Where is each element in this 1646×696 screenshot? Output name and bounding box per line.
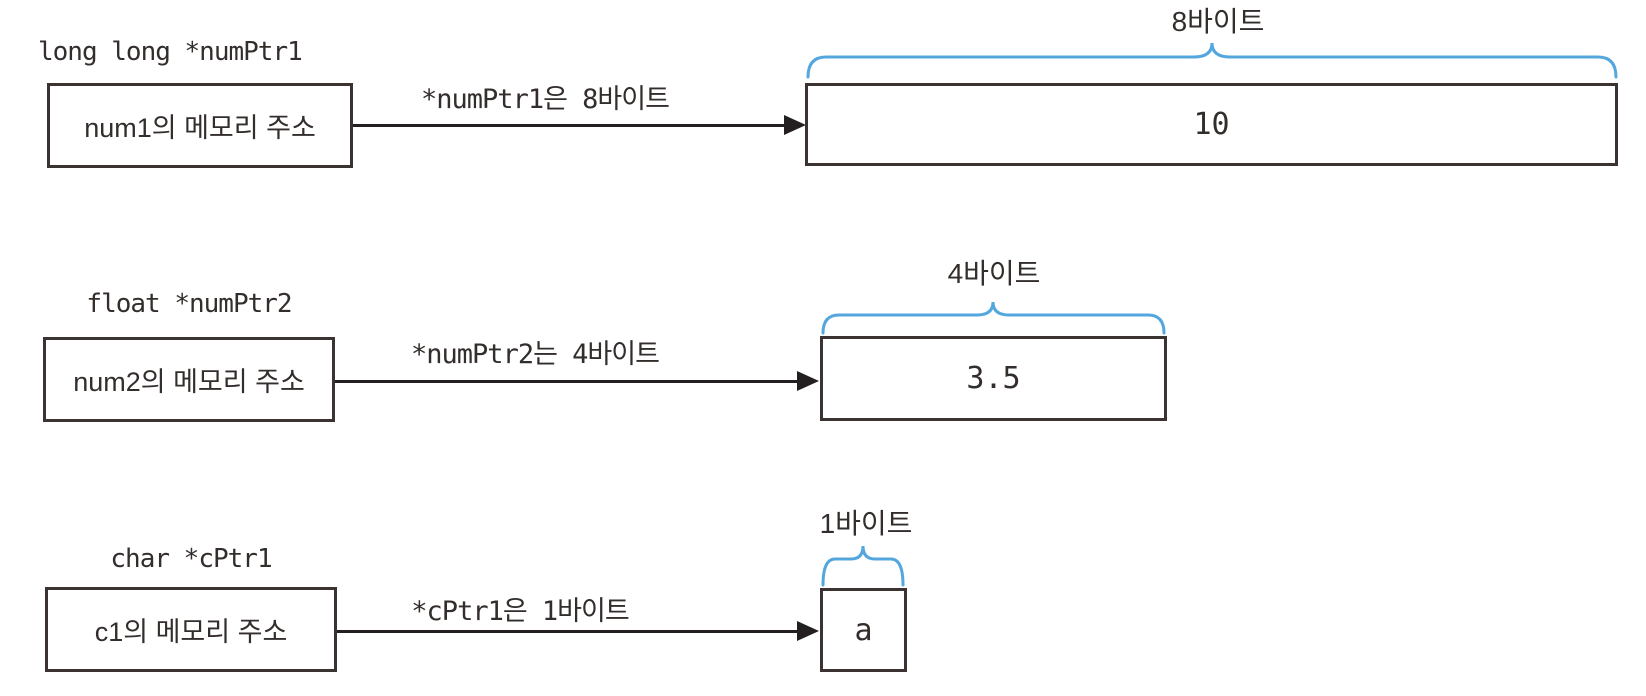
pointer-variable-text: c1의 메모리 주소: [94, 617, 288, 647]
pointer-variable-box: num1의 메모리 주소: [47, 83, 353, 168]
memory-value-text: a: [854, 612, 873, 648]
pointer-type-label: char *cPtr1: [110, 544, 272, 574]
arrow-line: [353, 124, 787, 127]
byte-size-brace-icon: [806, 42, 1618, 79]
memory-value-box: 10: [805, 83, 1618, 166]
dereference-size-caption: *numPtr2는 4바이트: [411, 339, 660, 370]
memory-value-box: 3.5: [820, 336, 1167, 421]
arrow-head-icon: [797, 371, 819, 391]
byte-size-brace-icon: [821, 545, 905, 587]
pointer-variable-box: num2의 메모리 주소: [43, 337, 335, 422]
byte-size-label: 4바이트: [947, 258, 1041, 289]
memory-value-text: 3.5: [966, 361, 1021, 396]
byte-size-label: 1바이트: [819, 508, 913, 539]
byte-size-label: 8바이트: [1171, 6, 1265, 37]
pointer-variable-box: c1의 메모리 주소: [45, 587, 337, 672]
pointer-type-label: long long *numPtr1: [38, 37, 303, 67]
arrow-head-icon: [797, 621, 819, 641]
arrow-head-icon: [784, 115, 806, 135]
pointer-type-label: float *numPtr2: [86, 289, 292, 319]
dereference-size-caption: *numPtr1은 8바이트: [421, 84, 670, 115]
byte-size-brace-icon: [821, 301, 1166, 335]
pointer-variable-text: num2의 메모리 주소: [73, 367, 305, 397]
arrow-line: [337, 630, 799, 633]
memory-value-text: 10: [1193, 107, 1230, 142]
arrow-line: [335, 380, 797, 383]
pointer-variable-text: num1의 메모리 주소: [84, 113, 316, 143]
dereference-size-caption: *cPtr1은 1바이트: [411, 596, 629, 627]
memory-value-box: a: [820, 588, 907, 672]
